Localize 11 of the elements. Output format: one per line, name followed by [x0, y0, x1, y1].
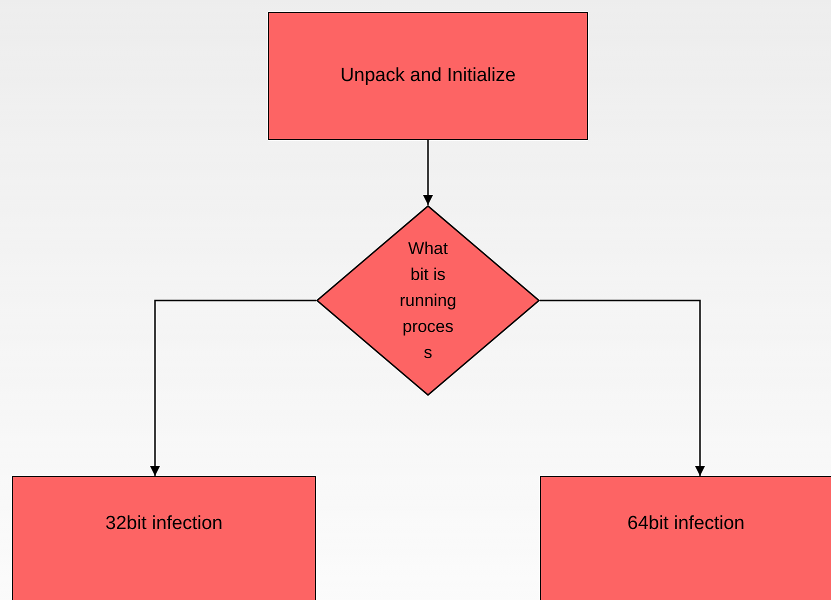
node-label: What bit is running process: [399, 238, 457, 364]
arrow: [540, 300, 705, 476]
arrow: [423, 140, 433, 205]
node-label: Unpack and Initialize: [340, 65, 516, 87]
decision-diamond: [316, 205, 540, 396]
process-box: [540, 476, 831, 600]
process-box: [268, 12, 588, 140]
node-label: 64bit infection: [627, 513, 745, 535]
process-box: [12, 476, 316, 600]
node-label: 32bit infection: [105, 513, 223, 535]
arrow: [150, 300, 316, 476]
